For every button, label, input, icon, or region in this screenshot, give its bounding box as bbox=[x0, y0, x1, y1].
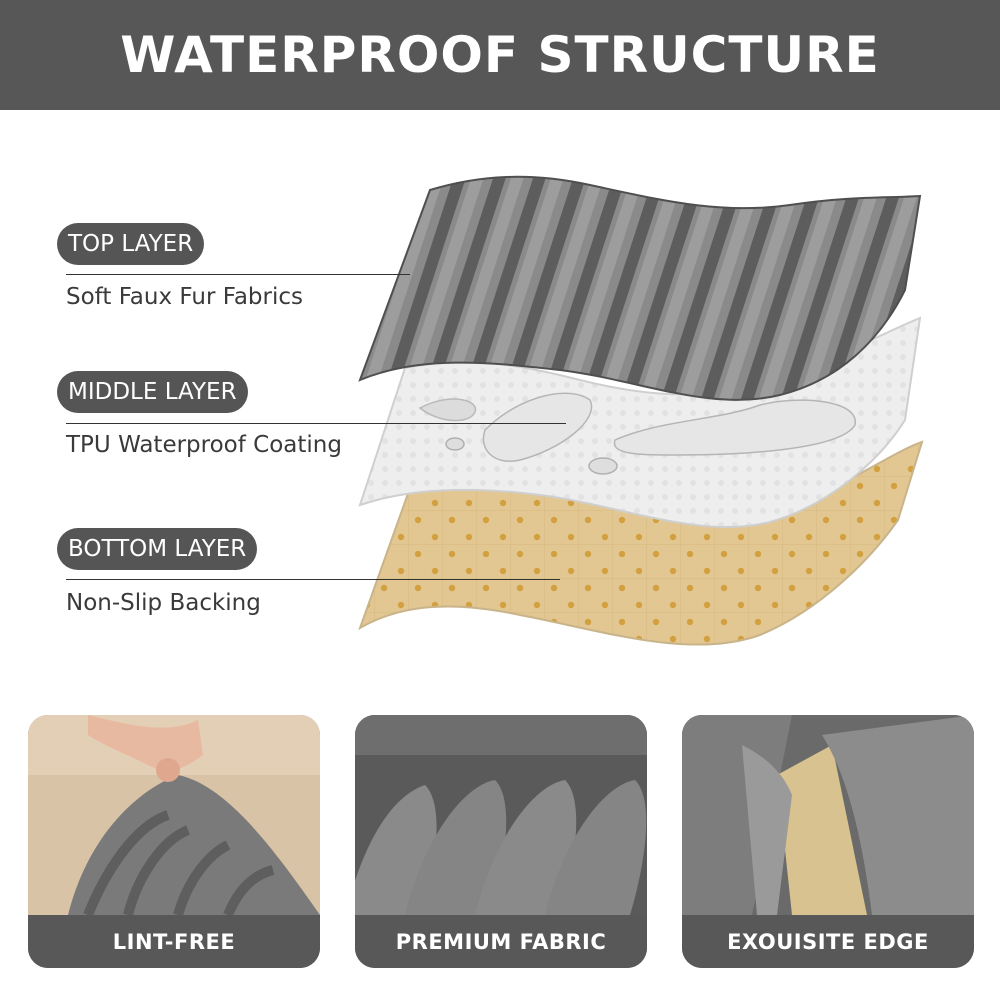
layer-description-top: Soft Faux Fur Fabrics bbox=[66, 284, 304, 310]
lint-free-photo bbox=[28, 715, 320, 915]
leader-line-bottom bbox=[66, 579, 560, 580]
feature-caption-premium-fabric: PREMIUM FABRIC bbox=[355, 915, 647, 968]
feature-card-lint-free: LINT-FREE bbox=[28, 715, 320, 968]
layer-label-top: TOP LAYER bbox=[57, 223, 205, 265]
layer-stack-illustration bbox=[358, 175, 924, 646]
layer-description-middle: TPU Waterproof Coating bbox=[66, 432, 342, 458]
feature-caption-lint-free: LINT-FREE bbox=[28, 915, 320, 968]
header-banner: WATERPROOF STRUCTURE bbox=[0, 0, 1000, 110]
feature-card-exquisite-edge: EXOUISITE EDGE bbox=[682, 715, 974, 968]
leader-line-middle bbox=[66, 423, 566, 424]
layer-label-bottom: BOTTOM LAYER bbox=[57, 528, 258, 570]
leader-line-top bbox=[66, 274, 410, 275]
middle-layer-sample bbox=[358, 316, 922, 529]
layer-description-bottom: Non-Slip Backing bbox=[66, 590, 261, 616]
top-layer-sample bbox=[358, 175, 922, 401]
page-title: WATERPROOF STRUCTURE bbox=[120, 26, 880, 84]
layer-label-middle: MIDDLE LAYER bbox=[57, 371, 248, 413]
premium-fabric-photo bbox=[355, 715, 647, 915]
feature-card-premium-fabric: PREMIUM FABRIC bbox=[355, 715, 647, 968]
feature-caption-exquisite-edge: EXOUISITE EDGE bbox=[682, 915, 974, 968]
exquisite-edge-photo bbox=[682, 715, 974, 915]
